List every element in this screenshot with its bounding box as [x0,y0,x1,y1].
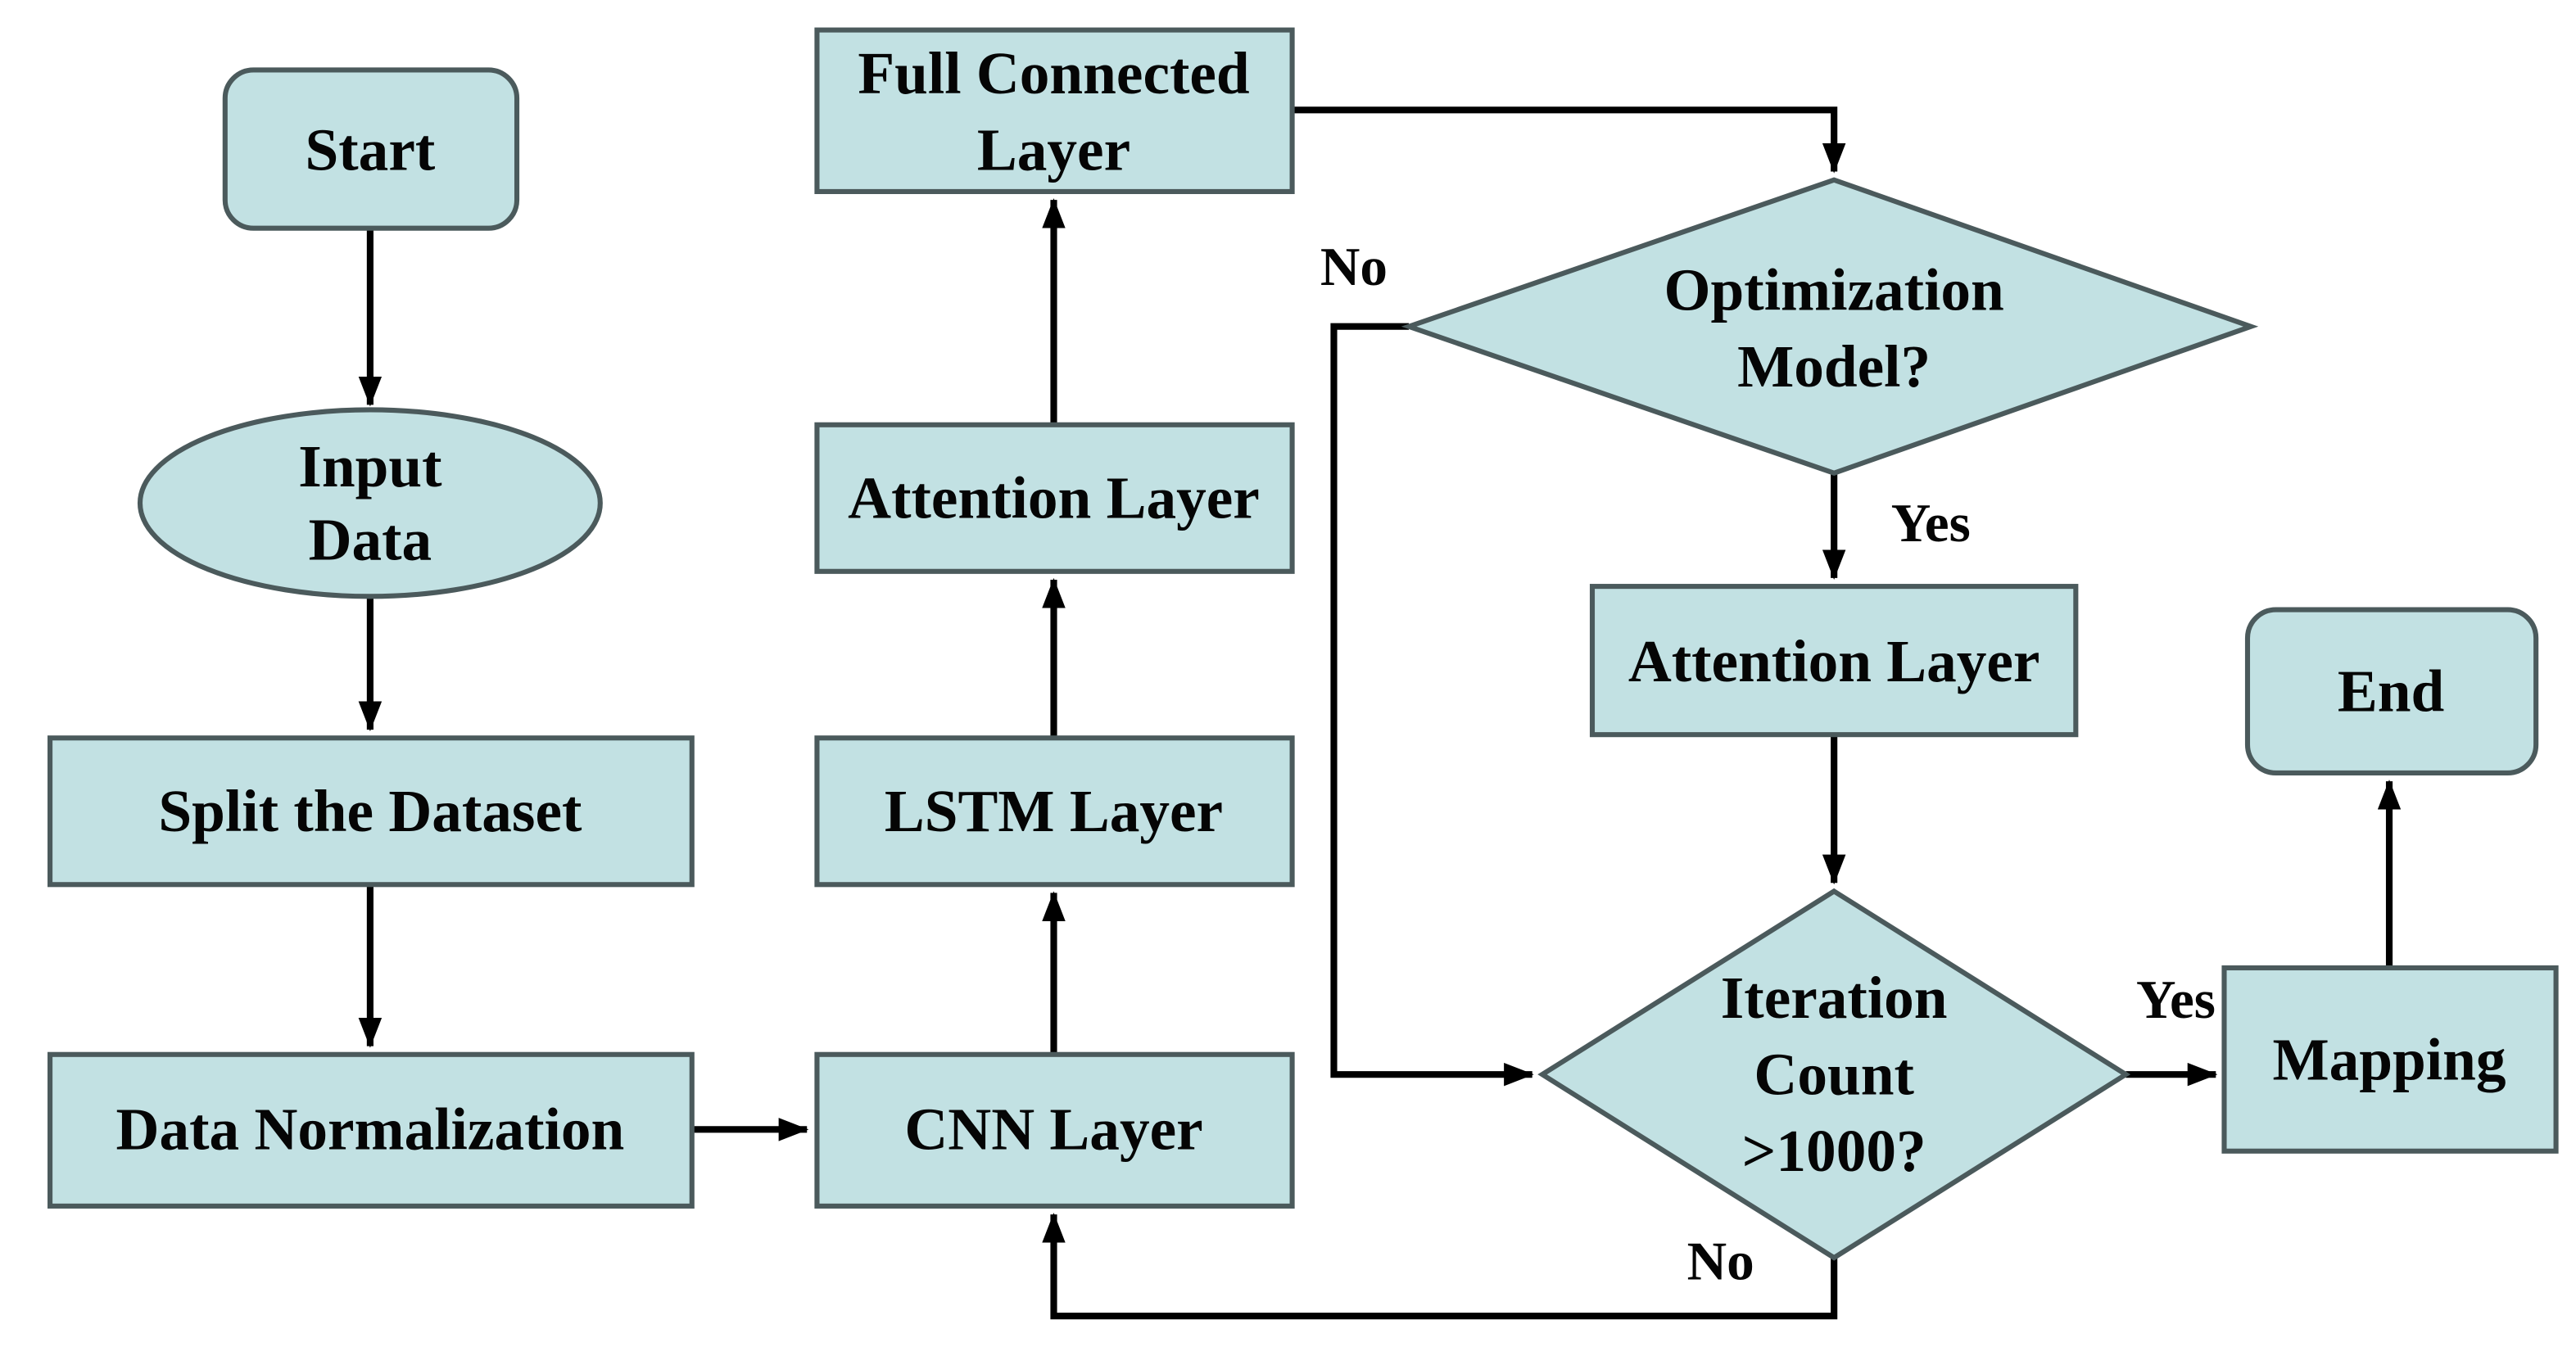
node-input-data [137,407,603,599]
node-data-normalization-label: Data Normalization [116,1096,625,1163]
node-end [2244,607,2539,776]
edge-fullconnected-to-optimization [1292,106,1846,174]
node-full-connected-layer-label-line1: Full Connected [858,40,1249,106]
edge-label-optimization-yes: Yes [1891,492,1971,554]
node-attention-layer-right [1589,584,2079,738]
node-attention-layer [814,422,1295,574]
node-full-connected-layer [814,27,1295,195]
node-cnn-layer [814,1051,1295,1209]
node-data-normalization [48,1051,695,1209]
node-split-dataset [48,735,695,888]
node-mapping-label: Mapping [2272,1026,2506,1092]
node-attention-layer-right-label: Attention Layer [1628,628,2040,694]
node-optimization-model-label-line1: Optimization [1664,256,2004,323]
node-cnn-layer-label: CNN Layer [904,1096,1202,1163]
node-start-label: Start [306,117,436,183]
node-lstm-layer-label: LSTM Layer [885,778,1223,844]
node-start [222,67,520,231]
edge-label-iteration-no: No [1687,1230,1754,1291]
node-iteration-count [1537,888,2131,1261]
node-input-data-label-line2: Data [309,507,432,573]
node-attention-layer-label: Attention Layer [848,465,1260,531]
node-split-dataset-label: Split the Dataset [158,778,582,844]
edge-iteration-no-to-cnn [1042,1213,1838,1320]
node-iteration-count-label-line2: Count [1754,1042,1914,1108]
node-end-label: End [2338,658,2444,725]
node-iteration-count-label-line3: >1000? [1742,1118,1926,1184]
edge-optimization-no-to-iteration [1330,323,1534,1087]
node-full-connected-layer-label-line2: Layer [977,117,1130,183]
edge-label-iteration-yes: Yes [2136,969,2216,1030]
node-input-data-label-line1: Input [298,433,442,499]
edge-label-optimization-no: No [1320,236,1388,297]
node-lstm-layer [814,735,1295,888]
node-mapping [2221,965,2559,1154]
node-optimization-model-label-line2: Model? [1737,333,1931,400]
node-iteration-count-label-line1: Iteration [1721,965,1948,1031]
node-optimization-model [1401,177,2259,477]
